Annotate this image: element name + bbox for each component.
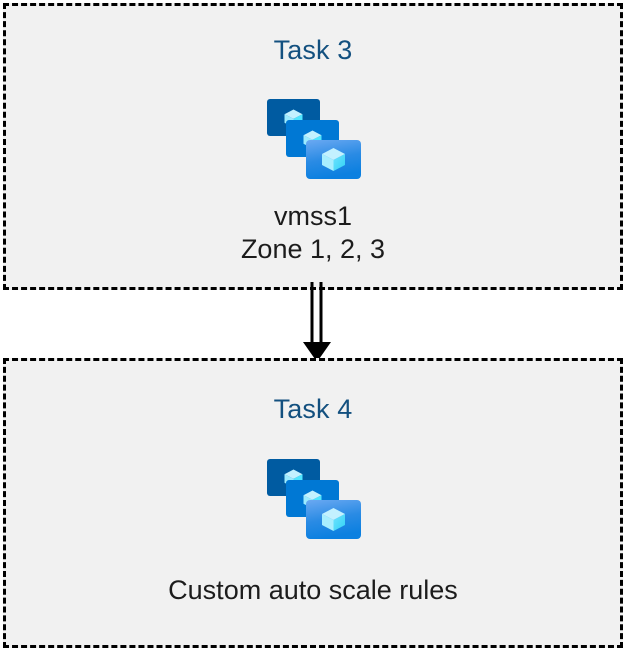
- task-box-task3[interactable]: Task 3: [3, 3, 623, 290]
- azure-vm-scale-set-icon: [260, 89, 370, 194]
- connector-arrow-down: [295, 282, 339, 364]
- task-title: Task 3: [273, 35, 353, 65]
- azure-vm-scale-set-icon: [260, 449, 370, 554]
- task-box-task4[interactable]: Task 4: [3, 358, 623, 648]
- task-caption: vmss1 Zone 1, 2, 3: [6, 200, 620, 266]
- caption-line: Custom auto scale rules: [168, 575, 458, 605]
- caption-line: Zone 1, 2, 3: [240, 234, 386, 264]
- task-title: Task 4: [273, 394, 353, 424]
- task-caption: Custom auto scale rules: [6, 574, 620, 607]
- caption-line: vmss1: [273, 201, 352, 231]
